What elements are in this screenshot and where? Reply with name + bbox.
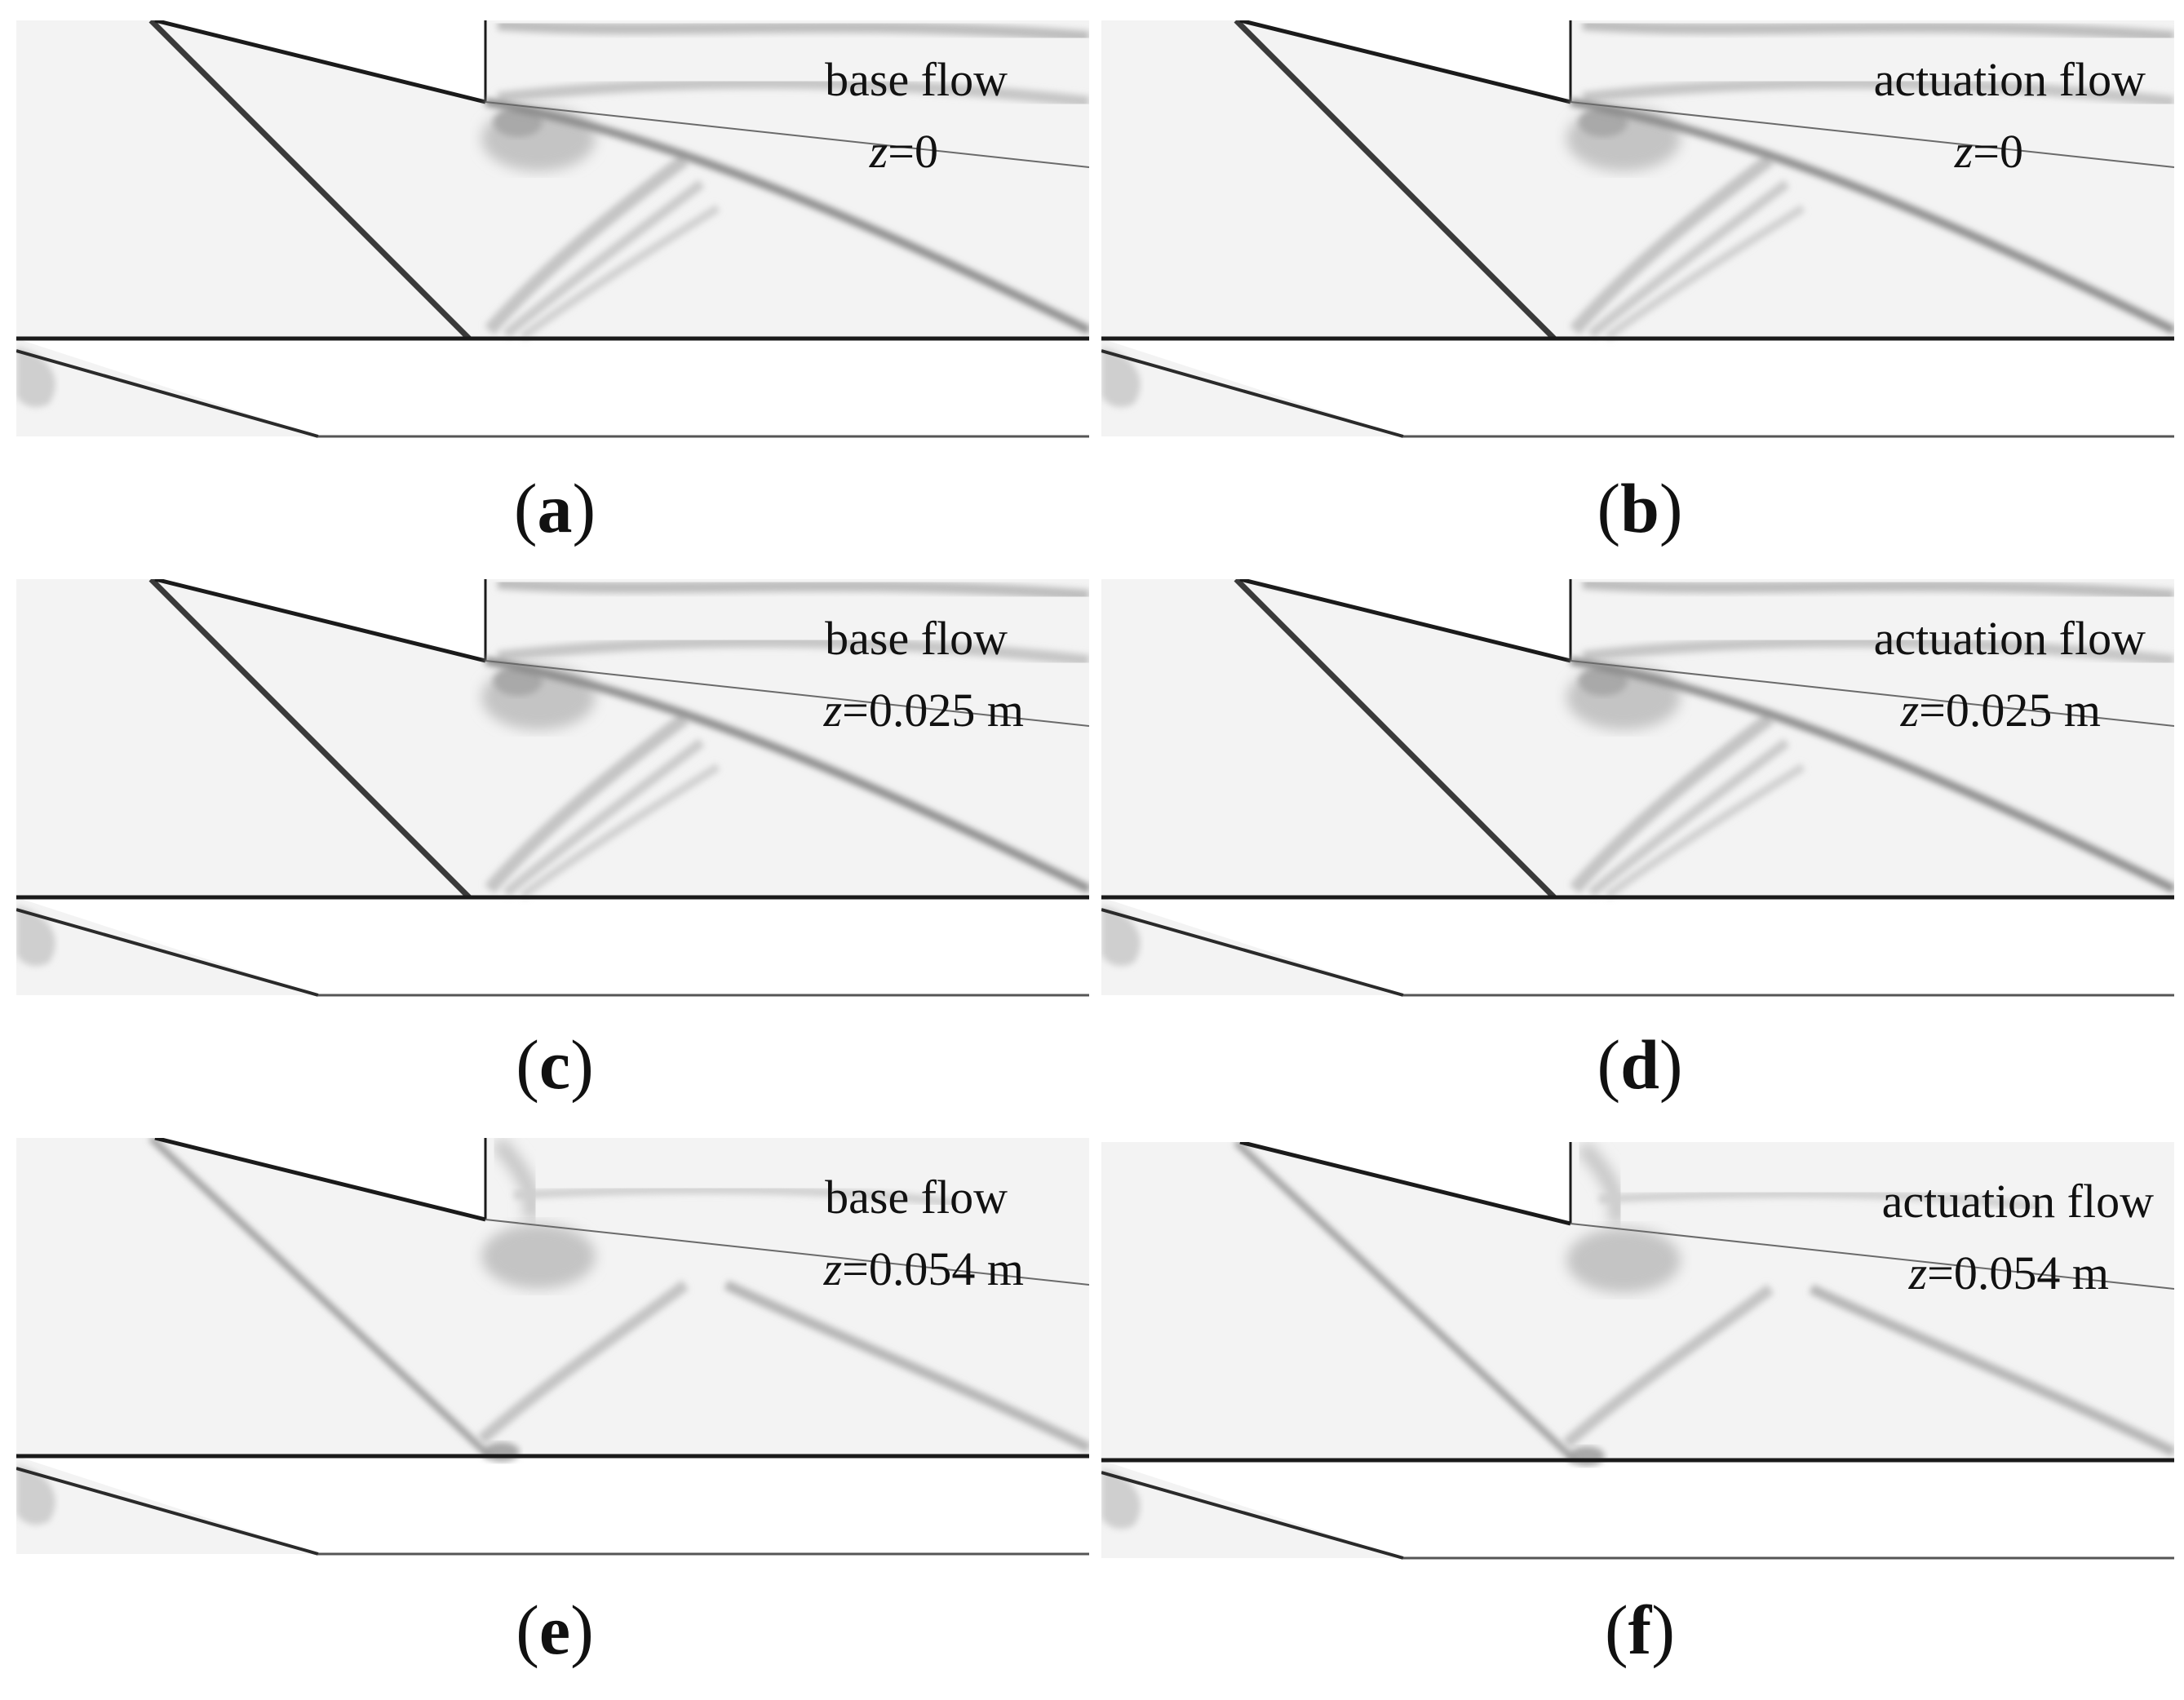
panel-f-label: (f) [1605,1591,1675,1669]
panel-d-label: (d) [1597,1025,1683,1104]
panel-c-contour: base flow z=0.025 m [16,579,1089,1003]
panel-c-label: (c) [516,1025,594,1104]
panel-d-contour: actuation flow z=0.025 m [1101,579,2174,1003]
panel-b-label: (b) [1597,469,1683,547]
panel-b-case-label: actuation flow [1874,53,2146,106]
panel-e-case-label: base flow [825,1171,1008,1224]
panel-f-contour: actuation flow z=0.054 m [1101,1142,2174,1566]
panel-a-label: (a) [513,469,596,547]
panel-f-z-label: z=0.054 m [1908,1246,2109,1299]
panel-e-label: (e) [516,1591,594,1669]
panel-d-case-label: actuation flow [1874,612,2146,665]
panel-c-case-label: base flow [825,612,1008,665]
panel-d-z-label: z=0.025 m [1900,684,2101,737]
panel-e-z-label: z=0.054 m [823,1242,1024,1295]
panel-a-contour: base flow z=0 [16,20,1089,445]
panel-f-case-label: actuation flow [1882,1175,2155,1228]
panel-b-z-label: z=0 [1954,125,2023,178]
panel-e-contour: base flow z=0.054 m [16,1138,1089,1562]
panel-c-z-label: z=0.025 m [823,684,1024,737]
panel-a-case-label: base flow [825,53,1008,106]
panel-b-contour: actuation flow z=0 [1101,20,2174,445]
panel-a-z-label: z=0 [869,125,938,178]
